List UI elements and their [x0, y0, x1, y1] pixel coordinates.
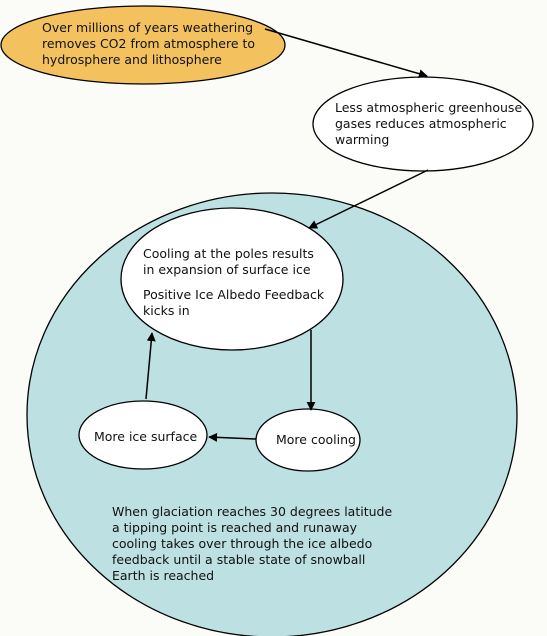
weathering-text: Over millions of years weathering remove… [42, 20, 256, 67]
polar-cooling-text: Cooling at the poles results in expansio… [143, 246, 314, 277]
weathering-node [0, 5, 286, 85]
ice-albedo-text: Positive Ice Albedo Feedback kicks in [143, 287, 325, 318]
more-ice-text: More ice surface [94, 429, 198, 444]
arrow-less-greenhouse-to-polar-cooling [308, 169, 429, 229]
more-cooling-text: More cooling [276, 432, 356, 447]
tipping-point-text: When glaciation reaches 30 degrees latit… [112, 504, 393, 583]
arrow-weathering-to-less-greenhouse [264, 28, 428, 79]
polar-cooling-node [120, 207, 344, 351]
more-ice-node [78, 400, 208, 470]
less-greenhouse-text: Less atmospheric greenhouse gases reduce… [335, 100, 523, 147]
arrow-more-cooling-to-more-ice [208, 432, 257, 442]
arrow-more-ice-to-polar-cooling [145, 332, 156, 400]
